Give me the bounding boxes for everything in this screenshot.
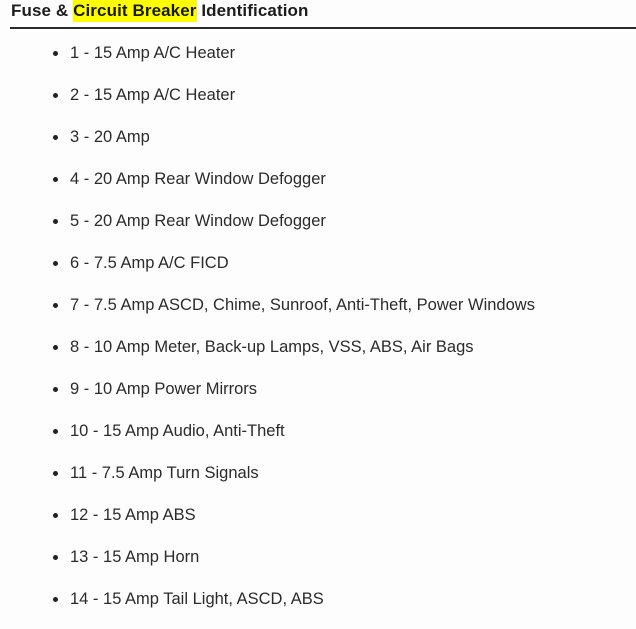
list-item: 13 - 15 Amp Horn	[0, 547, 636, 567]
bullet-icon	[53, 345, 58, 350]
bullet-icon	[53, 429, 58, 434]
page-title-highlighted-term: Circuit Breaker	[73, 0, 197, 22]
bullet-icon	[53, 261, 58, 266]
list-item: 8 - 10 Amp Meter, Back-up Lamps, VSS, AB…	[0, 337, 636, 357]
page-title-prefix: Fuse &	[11, 1, 74, 20]
list-item-label: 14 - 15 Amp Tail Light, ASCD, ABS	[70, 590, 324, 608]
bullet-icon	[53, 93, 58, 98]
list-item: 7 - 7.5 Amp ASCD, Chime, Sunroof, Anti-T…	[0, 295, 636, 315]
fuse-identification-list: 1 - 15 Amp A/C Heater 2 - 15 Amp A/C Hea…	[0, 43, 636, 609]
list-item: 2 - 15 Amp A/C Heater	[0, 85, 636, 105]
list-item-label: 4 - 20 Amp Rear Window Defogger	[70, 170, 326, 188]
list-item: 12 - 15 Amp ABS	[0, 505, 636, 525]
list-item: 3 - 20 Amp	[0, 127, 636, 147]
list-item-label: 2 - 15 Amp A/C Heater	[70, 86, 236, 104]
list-item: 1 - 15 Amp A/C Heater	[0, 43, 636, 63]
bullet-icon	[53, 387, 58, 392]
list-item: 11 - 7.5 Amp Turn Signals	[0, 463, 636, 483]
list-item-label: 10 - 15 Amp Audio, Anti-Theft	[70, 422, 285, 440]
page-title-suffix: Identification	[196, 1, 309, 20]
bullet-icon	[53, 597, 58, 602]
bullet-icon	[53, 219, 58, 224]
list-item-label: 6 - 7.5 Amp A/C FICD	[70, 254, 229, 272]
bullet-icon	[53, 555, 58, 560]
bullet-icon	[53, 51, 58, 56]
list-item-label: 3 - 20 Amp	[70, 128, 150, 146]
list-item: 5 - 20 Amp Rear Window Defogger	[0, 211, 636, 231]
list-item-label: 1 - 15 Amp A/C Heater	[70, 44, 236, 62]
list-item-label: 11 - 7.5 Amp Turn Signals	[70, 464, 259, 482]
list-item: 14 - 15 Amp Tail Light, ASCD, ABS	[0, 589, 636, 609]
list-item-label: 5 - 20 Amp Rear Window Defogger	[70, 212, 326, 230]
list-item: 6 - 7.5 Amp A/C FICD	[0, 253, 636, 273]
list-item-label: 12 - 15 Amp ABS	[70, 506, 196, 524]
title-divider	[10, 27, 636, 29]
page-title: Fuse & Circuit Breaker Identification	[0, 0, 636, 22]
heading-block: Fuse & Circuit Breaker Identification	[0, 0, 636, 29]
list-item: 10 - 15 Amp Audio, Anti-Theft	[0, 421, 636, 441]
bullet-icon	[53, 135, 58, 140]
bullet-icon	[53, 303, 58, 308]
list-item: 9 - 10 Amp Power Mirrors	[0, 379, 636, 399]
bullet-icon	[53, 513, 58, 518]
list-item-label: 8 - 10 Amp Meter, Back-up Lamps, VSS, AB…	[70, 338, 474, 356]
list-item-label: 7 - 7.5 Amp ASCD, Chime, Sunroof, Anti-T…	[70, 296, 535, 314]
list-item-label: 9 - 10 Amp Power Mirrors	[70, 380, 258, 398]
list-item: 4 - 20 Amp Rear Window Defogger	[0, 169, 636, 189]
bullet-icon	[53, 471, 58, 476]
list-item-label: 13 - 15 Amp Horn	[70, 548, 200, 566]
bullet-icon	[53, 177, 58, 182]
